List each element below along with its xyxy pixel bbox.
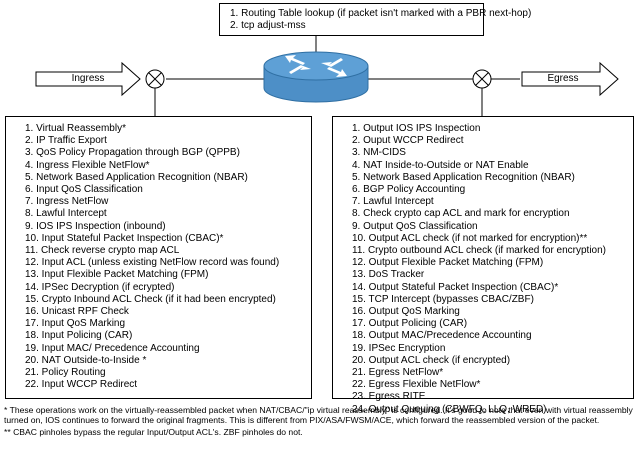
- egress-feature-4: 4. NAT Inside-to-Outside or NAT Enable: [352, 159, 529, 171]
- ingress-feature-1: 1. Virtual Reassembly*: [25, 123, 126, 134]
- egress-label: Egress: [547, 73, 579, 84]
- egress-junction-icon: [472, 69, 492, 89]
- egress-feature-24: 24. Output Queuing (CBWFQ, LLQ, WRED): [352, 403, 547, 415]
- egress-feature-16: 16. Output QoS Marking: [352, 306, 460, 318]
- egress-feature-9: 9. Output QoS Classification: [352, 220, 478, 232]
- ingress-feature-7: 7. Ingress NetFlow: [25, 196, 109, 208]
- ingress-features-list: 1. Virtual Reassembly*2. IP Traffic Expo…: [25, 123, 311, 391]
- egress-feature-11: 11. Crypto outbound ACL check (if marked…: [352, 245, 607, 257]
- egress-feature-2: 2. Ouput WCCP Redirect: [352, 135, 464, 147]
- ingress-features-box: 1. Virtual Reassembly*2. IP Traffic Expo…: [5, 116, 312, 399]
- egress-feature-1: 1. Output IOS IPS Inspection: [352, 123, 481, 134]
- egress-feature-5: 5. Network Based Application Recognition…: [352, 171, 575, 183]
- egress-feature-13: 13. DoS Tracker: [352, 269, 425, 281]
- ingress-feature-3: 3. QoS Policy Propagation through BGP (Q…: [25, 147, 240, 159]
- ingress-feature-21: 21. Policy Routing: [25, 367, 106, 379]
- routing-step-2: 2. tcp adjust-mss: [230, 20, 306, 32]
- footnotes: * These operations work on the virtually…: [4, 405, 636, 437]
- egress-feature-18: 18. Output MAC/Precedence Accounting: [352, 330, 532, 342]
- egress-feature-3: 3. NM-CIDS: [352, 147, 406, 159]
- footnote-single-asterisk: * These operations work on the virtually…: [4, 405, 633, 426]
- egress-feature-19: 19. IPSec Encryption: [352, 342, 446, 354]
- egress-feature-17: 17. Output Policing (CAR): [352, 318, 468, 330]
- egress-feature-10: 10. Output ACL check (if not marked for …: [352, 232, 588, 244]
- ingress-feature-12: 12. Input ACL (unless existing NetFlow r…: [25, 257, 280, 269]
- ingress-feature-14: 14. IPSec Decryption (if ecrypted): [25, 281, 175, 293]
- ingress-feature-6: 6. Input QoS Classification: [25, 184, 143, 196]
- egress-feature-21: 21. Egress NetFlow*: [352, 367, 444, 379]
- ingress-feature-9: 9. IOS IPS Inspection (inbound): [25, 220, 166, 232]
- ingress-feature-2: 2. IP Traffic Export: [25, 135, 107, 147]
- ingress-feature-20: 20. NAT Outside-to-Inside *: [25, 354, 147, 366]
- routing-step-1: 1. Routing Table lookup (if packet isn't…: [230, 8, 532, 19]
- ingress-feature-22: 22. Input WCCP Redirect: [25, 379, 138, 391]
- egress-feature-6: 6. BGP Policy Accounting: [352, 184, 466, 196]
- ingress-label: Ingress: [71, 73, 105, 84]
- egress-feature-14: 14. Output Stateful Packet Inspection (C…: [352, 281, 559, 293]
- ingress-feature-8: 8. Lawful Intercept: [25, 208, 107, 220]
- routing-steps-box: 1. Routing Table lookup (if packet isn't…: [219, 3, 532, 36]
- ingress-feature-17: 17. Input QoS Marking: [25, 318, 126, 330]
- egress-feature-22: 22. Egress Flexible NetFlow*: [352, 379, 481, 391]
- egress-feature-12: 12. Output Flexible Packet Matching (FPM…: [352, 257, 544, 269]
- egress-arrow: [521, 61, 619, 97]
- ingress-junction-icon: [145, 69, 165, 89]
- ingress-feature-5: 5. Network Based Application Recognition…: [25, 171, 248, 183]
- egress-feature-8: 8. Check crypto cap ACL and mark for enc…: [352, 208, 570, 220]
- router-icon: [263, 51, 369, 103]
- footnote-double-asterisk: ** CBAC pinholes bypass the regular Inpu…: [4, 426, 303, 437]
- ingress-feature-18: 18. Input Policing (CAR): [25, 330, 133, 342]
- ingress-arrow: [35, 61, 141, 97]
- ingress-feature-11: 11. Check reverse crypto map ACL: [25, 245, 180, 257]
- ingress-feature-13: 13. Input Flexible Packet Matching (FPM): [25, 269, 209, 281]
- egress-feature-7: 7. Lawful Intercept: [352, 196, 434, 208]
- ingress-feature-4: 4. Ingress Flexible NetFlow*: [25, 159, 150, 171]
- ingress-feature-10: 10. Input Stateful Packet Inspection (CB…: [25, 232, 224, 244]
- ingress-feature-15: 15. Crypto Inbound ACL Check (if it had …: [25, 293, 276, 305]
- egress-feature-15: 15. TCP Intercept (bypasses CBAC/ZBF): [352, 293, 534, 305]
- ingress-feature-19: 19. Input MAC/ Precedence Accounting: [25, 342, 200, 354]
- ingress-feature-16: 16. Unicast RPF Check: [25, 306, 129, 318]
- egress-feature-20: 20. Output ACL check (if encrypted): [352, 354, 511, 366]
- egress-feature-23: 23. Egress RITE: [352, 391, 426, 403]
